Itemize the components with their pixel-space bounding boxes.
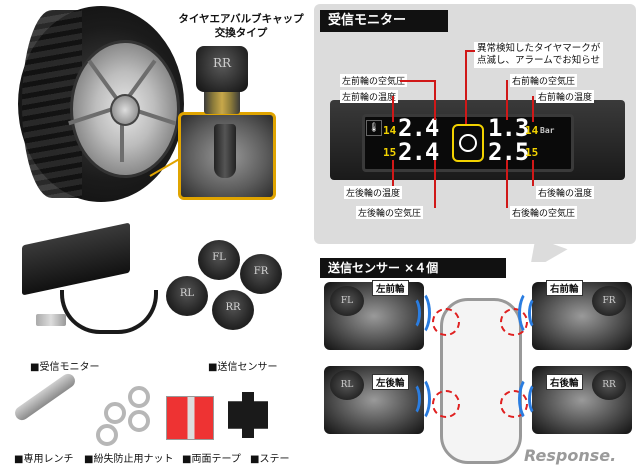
fr-wheel-cap: FR — [592, 286, 626, 316]
sensor-fl-label: FL — [212, 252, 226, 263]
watermark: Response. — [524, 446, 617, 465]
rr-tag: 右後輪 — [546, 374, 583, 390]
rl-temp-label: 左後輪の温度 — [344, 186, 403, 199]
valve-cap-label: RR — [212, 56, 232, 70]
rr-wheel-cap: RR — [592, 370, 626, 400]
fr-pressure-pointer — [506, 80, 508, 120]
valve-cap-body — [204, 88, 240, 114]
warning-note-line2: 点滅し、アラームでお知らせ — [477, 55, 601, 66]
thermometer-icon: 🌡 — [366, 120, 382, 136]
wrench-image — [12, 371, 78, 423]
valve-cap — [196, 46, 248, 92]
monitor-caption: ■受信モニター — [30, 362, 100, 373]
sensor-rl — [166, 276, 208, 316]
fl-tag: 左前輪 — [372, 280, 409, 296]
stay-caption: ■ステー — [250, 454, 290, 465]
rr-position-marker — [500, 390, 528, 418]
double-sided-tape-image — [166, 396, 214, 440]
monitor-panel-title: 受信モニター — [320, 10, 448, 32]
stay-image — [228, 392, 268, 438]
warning-note-line1: 異常検知したタイヤマークが — [477, 43, 601, 54]
sensor-fr-label: FR — [253, 266, 269, 277]
monitor-unit-image — [22, 222, 130, 296]
nut-image — [128, 410, 150, 432]
wheel-hub — [110, 94, 140, 126]
valve-title: タイヤエアバルブキャップ 交換タイプ — [170, 12, 312, 40]
fr-pressure-display: 1.3 — [488, 114, 529, 142]
fr-temp-label: 右前輪の温度 — [536, 90, 595, 103]
fl-pressure-label: 左前輪の空気圧 — [340, 74, 408, 87]
rr-pressure-label: 右後輪の空気圧 — [510, 206, 578, 219]
rl-position-marker — [432, 390, 460, 418]
rr-pressure-display: 2.5 — [488, 138, 529, 166]
signal-wave — [408, 376, 431, 422]
fr-temp-display: 14 — [525, 124, 539, 137]
usb-cable — [60, 290, 158, 334]
fl-temp-pointer — [392, 96, 394, 122]
rr-temp-pointer — [532, 160, 534, 186]
wheel-spoke — [120, 104, 124, 162]
signal-wave — [518, 376, 541, 422]
rl-temp-display: 15 — [383, 146, 397, 159]
fl-wheel-cap: FL — [330, 286, 364, 316]
tire-warning-icon — [452, 124, 484, 162]
rl-pressure-pointer — [434, 160, 436, 208]
rr-temp-display: 15 — [525, 146, 539, 159]
fl-pressure-pointer — [400, 80, 436, 82]
fr-temp-pointer — [532, 96, 534, 122]
fr-position-marker — [500, 308, 528, 336]
usb-plug — [36, 314, 66, 326]
rl-tag: 左後輪 — [372, 374, 409, 390]
pressure-unit: Bar — [540, 126, 555, 135]
tape-caption: ■両面テープ — [182, 454, 241, 465]
sensor-rr — [212, 290, 254, 330]
fl-position-marker — [432, 308, 460, 336]
fl-temp-label: 左前輪の温度 — [340, 90, 399, 103]
fr-tag: 右前輪 — [546, 280, 583, 296]
signal-wave — [518, 290, 541, 336]
fl-pressure-display: 2.4 — [398, 114, 439, 142]
sensor-caption: ■送信センサー — [208, 362, 278, 373]
rl-pressure-display: 2.4 — [398, 138, 439, 166]
sensor-rr-label: RR — [225, 302, 241, 313]
nut-image — [104, 402, 126, 424]
valve-title-line1: タイヤエアバルブキャップ — [178, 13, 304, 25]
fl-pressure-pointer — [434, 80, 436, 120]
rl-wheel-cap: RL — [330, 370, 364, 400]
sensor-fl — [198, 240, 240, 280]
signal-wave — [408, 290, 431, 336]
fl-temp-display: 14 — [383, 124, 397, 137]
valve-stem — [214, 124, 236, 178]
sensor-rl-label: RL — [179, 288, 195, 299]
rr-temp-label: 右後輪の温度 — [536, 186, 595, 199]
warning-pointer-line — [465, 50, 475, 52]
sensor-diagram-title: 送信センサー ×４個 — [320, 258, 506, 278]
wrench-caption: ■専用レンチ — [14, 454, 74, 465]
nut-image — [128, 386, 150, 408]
sensor-fr — [240, 254, 282, 294]
valve-title-line2: 交換タイプ — [214, 27, 268, 39]
warning-note: 異常検知したタイヤマークが 点滅し、アラームでお知らせ — [474, 42, 604, 68]
rl-pressure-label: 左後輪の空気圧 — [356, 206, 424, 219]
nut-caption: ■紛失防止用ナット — [84, 454, 174, 465]
rl-temp-pointer — [392, 160, 394, 186]
nut-image — [96, 424, 118, 446]
fr-pressure-label: 右前輪の空気圧 — [510, 74, 578, 87]
warning-pointer-line — [465, 50, 467, 124]
rr-pressure-pointer — [506, 160, 508, 208]
